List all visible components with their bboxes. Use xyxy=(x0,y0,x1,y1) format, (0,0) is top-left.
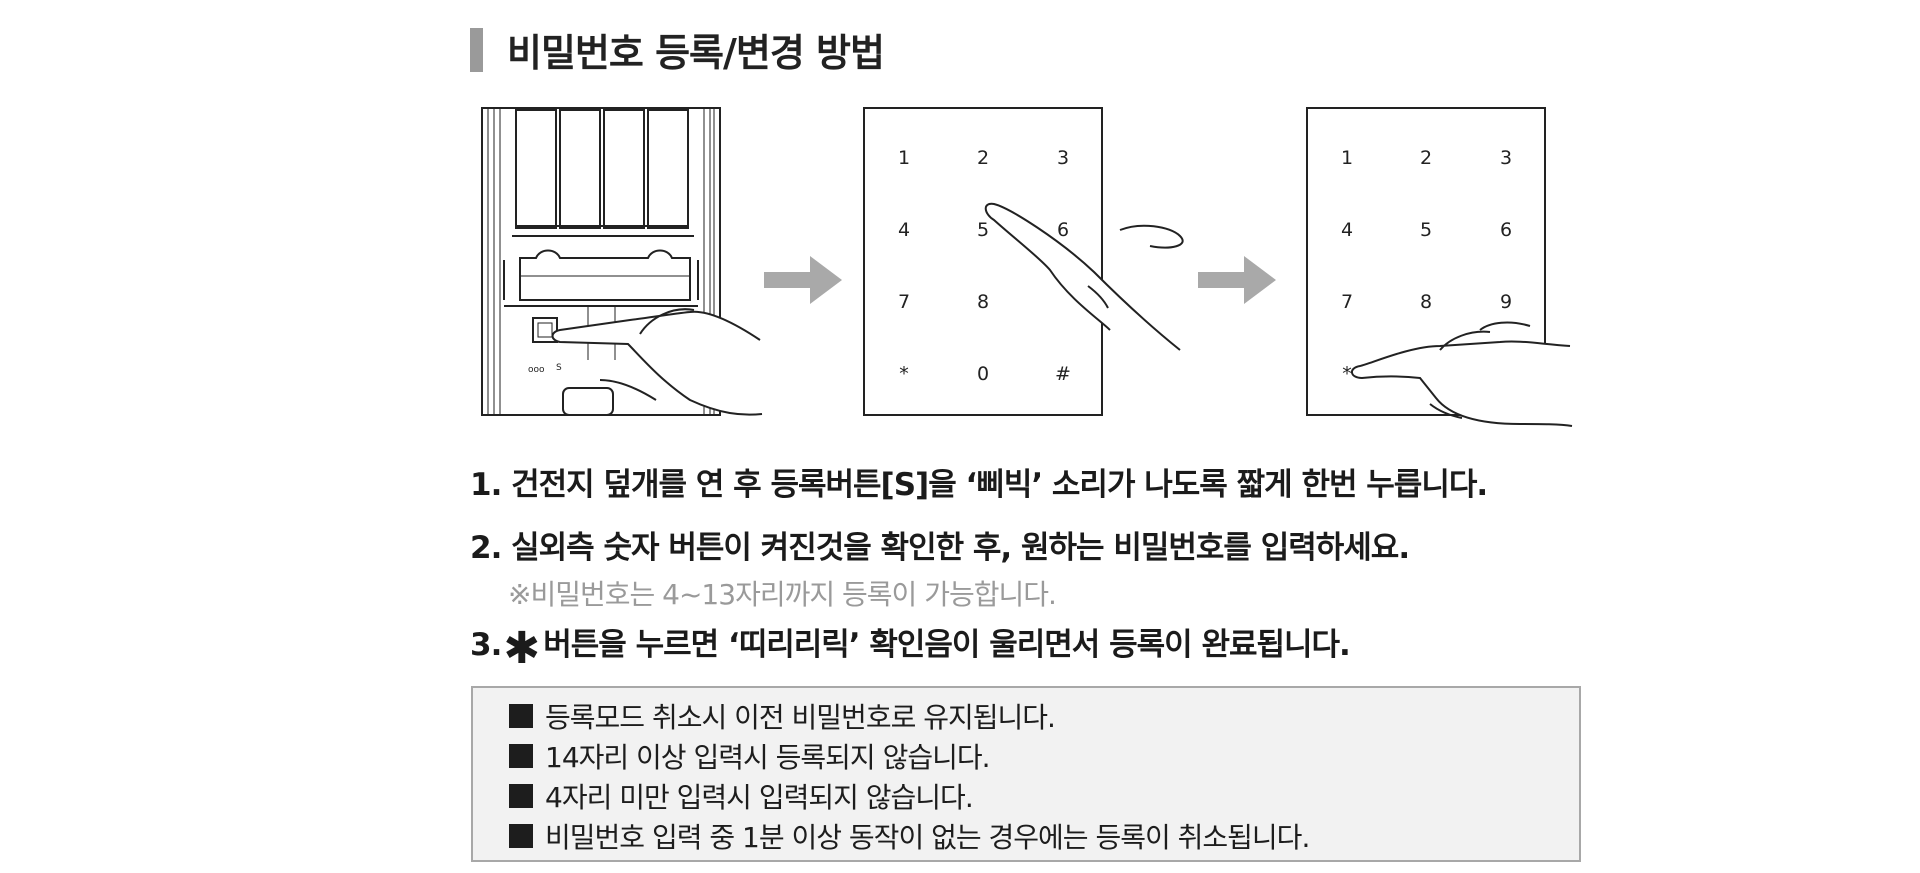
step-3-text: 버튼을 누르면 ‘띠리리릭’ 확인음이 울리면서 등록이 완료됩니다. xyxy=(543,627,1351,663)
keypad-key: 9 xyxy=(1500,291,1512,313)
keypad-key: 5 xyxy=(1420,219,1432,241)
section-heading: 비밀번호 등록/변경 방법 xyxy=(470,22,885,77)
keypad-key: 0 xyxy=(977,363,989,385)
square-bullet-icon xyxy=(509,704,533,728)
hand-illustration-1 xyxy=(551,308,763,416)
heading-bar xyxy=(470,27,483,72)
keypad-key: 7 xyxy=(1341,291,1353,313)
device-s-label: S xyxy=(556,363,562,373)
keypad-key: 8 xyxy=(977,291,989,313)
step-1: 1. 건전지 덮개를 연 후 등록버튼[S]을 ‘삐빅’ 소리가 나도록 짧게 … xyxy=(470,467,1488,503)
keypad-key: 3 xyxy=(1057,147,1069,169)
keypad-key: 4 xyxy=(898,219,910,241)
keypad-key: 6 xyxy=(1057,219,1069,241)
heading-title: 비밀번호 등록/변경 방법 xyxy=(507,31,885,75)
hand-illustration-3 xyxy=(1351,321,1573,427)
keypad-key: 5 xyxy=(977,219,989,241)
keypad-key: 7 xyxy=(898,291,910,313)
keypad-key: 2 xyxy=(977,147,989,169)
info-box: 등록모드 취소시 이전 비밀번호로 유지됩니다. 14자리 이상 입력시 등록되… xyxy=(471,686,1581,862)
device-dots-label: ooo xyxy=(528,365,545,375)
keypad-key: 3 xyxy=(1500,147,1512,169)
step-3: 3. ✱ 버튼을 누르면 ‘띠리리릭’ 확인음이 울리면서 등록이 완료됩니다. xyxy=(470,625,1351,671)
step-2: 2. 실외측 숫자 버튼이 켜진것을 확인한 후, 원하는 비밀번호를 입력하세… xyxy=(470,530,1410,566)
info-item: 14자리 이상 입력시 등록되지 않습니다. xyxy=(509,736,1579,776)
keypad-key: 2 xyxy=(1420,147,1432,169)
keypad-key: 8 xyxy=(1420,291,1432,313)
keypad-key: 1 xyxy=(1341,147,1353,169)
square-bullet-icon xyxy=(509,744,533,768)
info-item-text: 비밀번호 입력 중 1분 이상 동작이 없는 경우에는 등록이 취소됩니다. xyxy=(545,821,1310,854)
info-item: 4자리 미만 입력시 입력되지 않습니다. xyxy=(509,776,1579,816)
keypad-key: 4 xyxy=(1341,219,1353,241)
info-item: 비밀번호 입력 중 1분 이상 동작이 없는 경우에는 등록이 취소됩니다. xyxy=(509,816,1579,856)
arrow-icon-2 xyxy=(1198,256,1276,304)
step-3-number: 3. xyxy=(470,627,502,663)
asterisk-icon: ✱ xyxy=(503,623,540,674)
keypad-key: * xyxy=(899,363,909,385)
step-2-note: ※비밀번호는 4~13자리까지 등록이 가능합니다. xyxy=(508,578,1057,611)
square-bullet-icon xyxy=(509,784,533,808)
keypad-key: 6 xyxy=(1500,219,1512,241)
keypad-key: # xyxy=(1055,363,1071,385)
hand-illustration-2 xyxy=(984,202,1184,351)
keypad-key: 1 xyxy=(898,147,910,169)
keypad-key: * xyxy=(1342,363,1352,385)
info-item-text: 14자리 이상 입력시 등록되지 않습니다. xyxy=(545,741,991,774)
square-bullet-icon xyxy=(509,824,533,848)
info-item: 등록모드 취소시 이전 비밀번호로 유지됩니다. xyxy=(509,696,1579,736)
arrow-icon-1 xyxy=(764,256,842,304)
info-item-text: 등록모드 취소시 이전 비밀번호로 유지됩니다. xyxy=(545,701,1056,734)
info-item-text: 4자리 미만 입력시 입력되지 않습니다. xyxy=(545,781,974,814)
